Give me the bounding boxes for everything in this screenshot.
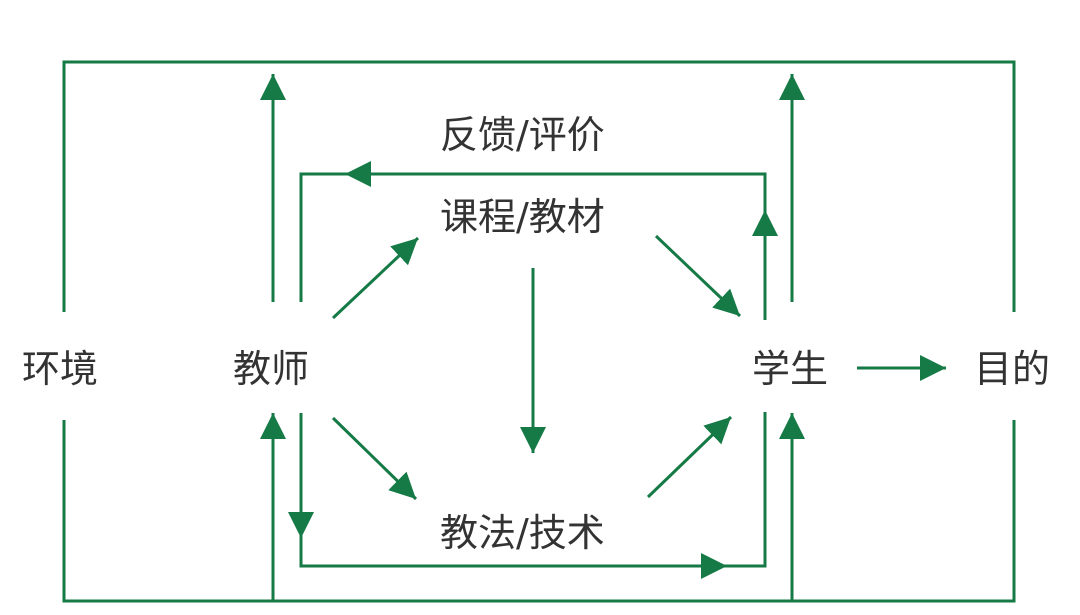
teacher-to-method-arrow <box>331 416 418 501</box>
curriculum-label: 课程/教材 <box>440 195 605 239</box>
environment-label: 环境 <box>22 347 98 391</box>
environment-frame-top <box>62 60 1016 312</box>
goal-label: 目的 <box>974 347 1050 391</box>
teacher-label: 教师 <box>233 347 309 391</box>
feedback-label: 反馈/评价 <box>440 113 605 157</box>
student-label: 学生 <box>752 347 828 391</box>
environment-frame-bottom <box>62 420 1016 603</box>
method-to-student-arrow <box>646 415 733 499</box>
curriculum-to-student-arrow <box>654 234 742 318</box>
method-label: 教法/技术 <box>440 511 605 555</box>
teacher-to-curriculum-arrow <box>331 236 420 320</box>
